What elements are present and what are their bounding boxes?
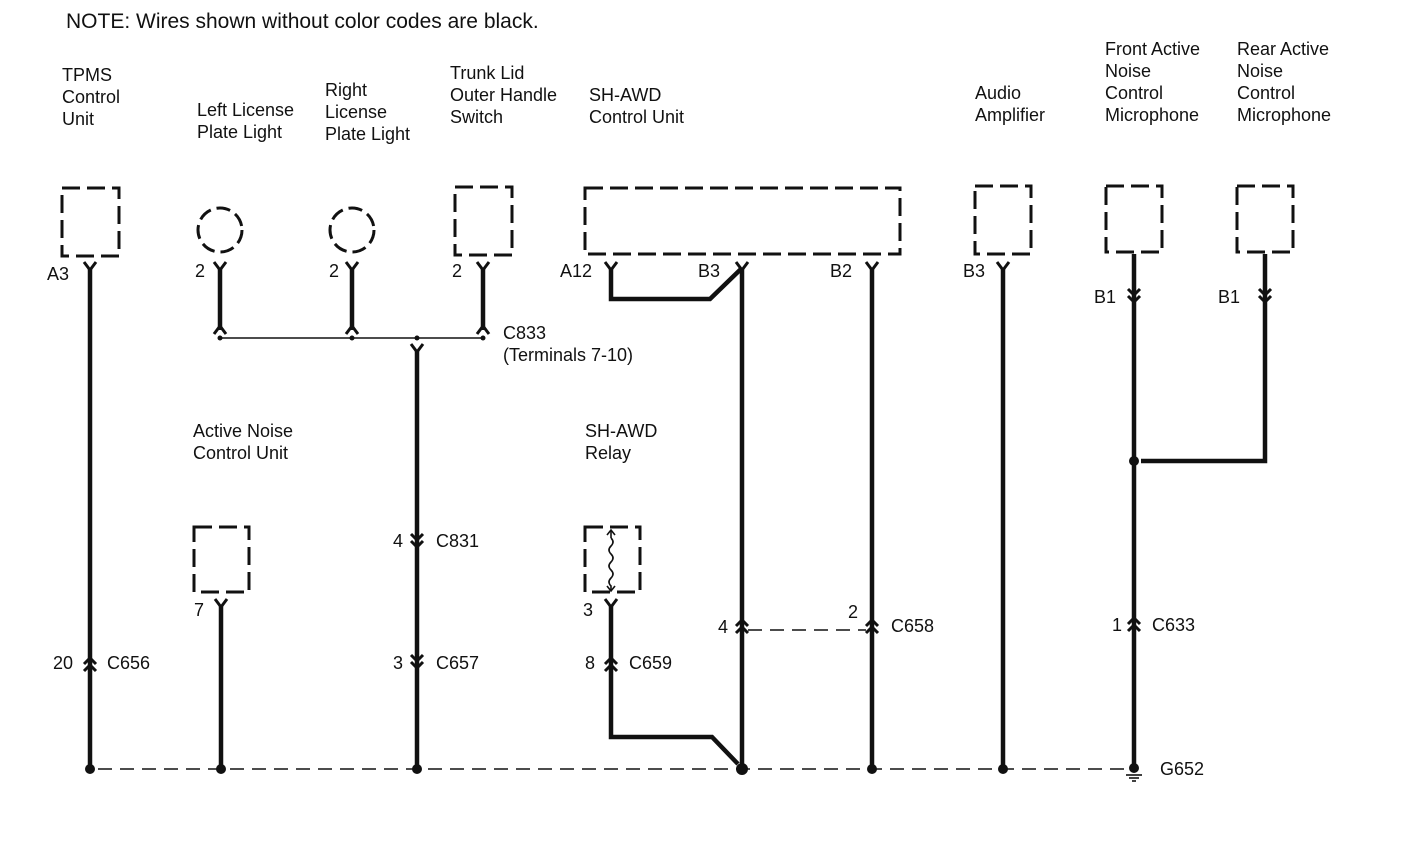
label-left-license-plate-light: Left License Plate Light bbox=[197, 100, 294, 142]
svg-text:SH-AWD: SH-AWD bbox=[585, 421, 657, 441]
svg-text:Relay: Relay bbox=[585, 443, 631, 463]
audio-amplifier-box bbox=[973, 184, 1033, 256]
connector-c633-pin: 1 bbox=[1112, 615, 1122, 635]
label-shawd-control-unit: SH-AWD Control Unit bbox=[589, 85, 684, 127]
note-text: NOTE: Wires shown without color codes ar… bbox=[66, 10, 539, 33]
pin-shawd-b3: B3 bbox=[698, 261, 720, 281]
label-front-anc-microphone: Front Active Noise Control Microphone bbox=[1105, 39, 1200, 125]
svg-text:Control: Control bbox=[1237, 83, 1295, 103]
svg-text:Active Noise: Active Noise bbox=[193, 421, 293, 441]
label-shawd-relay: SH-AWD Relay bbox=[585, 421, 657, 463]
pin-shawd-relay: 3 bbox=[583, 600, 593, 620]
connector-c656: C656 bbox=[107, 653, 150, 673]
connector-c657-pin: 3 bbox=[393, 653, 403, 673]
anc-unit-box bbox=[192, 525, 251, 594]
connector-c831: C831 bbox=[436, 531, 479, 551]
svg-text:Left License: Left License bbox=[197, 100, 294, 120]
pin-shawd-b2: B2 bbox=[830, 261, 852, 281]
connector-c658-pin-4: 4 bbox=[718, 617, 728, 637]
shawd-relay-box bbox=[583, 525, 642, 594]
svg-text:Plate Light: Plate Light bbox=[197, 122, 282, 142]
connector-c659: C659 bbox=[629, 653, 672, 673]
pin-right-plate: 2 bbox=[329, 261, 339, 281]
svg-text:License: License bbox=[325, 102, 387, 122]
tpms-control-unit-box bbox=[60, 186, 121, 258]
label-active-noise-control-unit: Active Noise Control Unit bbox=[193, 421, 293, 463]
front-mic-box bbox=[1104, 184, 1164, 254]
svg-text:TPMS: TPMS bbox=[62, 65, 112, 85]
svg-text:Microphone: Microphone bbox=[1237, 105, 1331, 125]
svg-text:Control: Control bbox=[62, 87, 120, 107]
connector-c659-pin: 8 bbox=[585, 653, 595, 673]
svg-text:Amplifier: Amplifier bbox=[975, 105, 1045, 125]
connector-c657: C657 bbox=[436, 653, 479, 673]
connector-c658-pin-2: 2 bbox=[848, 602, 858, 622]
pin-anc-unit: 7 bbox=[194, 600, 204, 620]
connector-symbols bbox=[82, 287, 1273, 673]
relay-coil-icon bbox=[606, 528, 616, 593]
ground-g652-label: G652 bbox=[1160, 759, 1204, 779]
svg-text:Switch: Switch bbox=[450, 107, 503, 127]
splice-point bbox=[1129, 456, 1139, 466]
pin-shawd-a12: A12 bbox=[560, 261, 592, 281]
connector-c656-pin: 20 bbox=[53, 653, 73, 673]
ground-junctions bbox=[85, 763, 1139, 775]
svg-text:Right: Right bbox=[325, 80, 367, 100]
svg-text:Control: Control bbox=[1105, 83, 1163, 103]
connector-c831-pin: 4 bbox=[393, 531, 403, 551]
shawd-control-unit-box bbox=[583, 186, 902, 256]
pin-tpms: A3 bbox=[47, 264, 69, 284]
svg-text:Outer Handle: Outer Handle bbox=[450, 85, 557, 105]
label-trunk-lid-outer-handle-switch: Trunk Lid Outer Handle Switch bbox=[450, 63, 557, 127]
right-plate-light-bulb-icon bbox=[328, 206, 376, 254]
svg-text:Control Unit: Control Unit bbox=[589, 107, 684, 127]
svg-text:Plate Light: Plate Light bbox=[325, 124, 410, 144]
ground-icon bbox=[1126, 774, 1142, 782]
connector-c658: C658 bbox=[891, 616, 934, 636]
svg-text:Unit: Unit bbox=[62, 109, 94, 129]
svg-text:Control Unit: Control Unit bbox=[193, 443, 288, 463]
svg-text:Audio: Audio bbox=[975, 83, 1021, 103]
left-plate-light-bulb-icon bbox=[196, 206, 244, 254]
connector-c833-detail: (Terminals 7-10) bbox=[503, 345, 633, 365]
svg-text:Trunk Lid: Trunk Lid bbox=[450, 63, 524, 83]
svg-text:Rear Active: Rear Active bbox=[1237, 39, 1329, 59]
label-tpms-control-unit: TPMS Control Unit bbox=[62, 65, 120, 129]
pin-front-mic: B1 bbox=[1094, 287, 1116, 307]
svg-text:Microphone: Microphone bbox=[1105, 105, 1199, 125]
terminal-symbols bbox=[82, 261, 1011, 610]
connector-c633: C633 bbox=[1152, 615, 1195, 635]
pin-left-plate: 2 bbox=[195, 261, 205, 281]
pin-rear-mic: B1 bbox=[1218, 287, 1240, 307]
svg-text:Noise: Noise bbox=[1105, 61, 1151, 81]
svg-text:SH-AWD: SH-AWD bbox=[589, 85, 661, 105]
connector-c833: C833 bbox=[503, 323, 546, 343]
wires bbox=[87, 254, 1268, 768]
svg-text:Front Active: Front Active bbox=[1105, 39, 1200, 59]
label-audio-amplifier: Audio Amplifier bbox=[975, 83, 1045, 125]
svg-text:Noise: Noise bbox=[1237, 61, 1283, 81]
pin-trunk-switch: 2 bbox=[452, 261, 462, 281]
pin-audio-amp: B3 bbox=[963, 261, 985, 281]
label-right-license-plate-light: Right License Plate Light bbox=[325, 80, 410, 144]
rear-mic-box bbox=[1235, 184, 1295, 254]
trunk-switch-box bbox=[453, 185, 514, 257]
label-rear-anc-microphone: Rear Active Noise Control Microphone bbox=[1237, 39, 1331, 125]
